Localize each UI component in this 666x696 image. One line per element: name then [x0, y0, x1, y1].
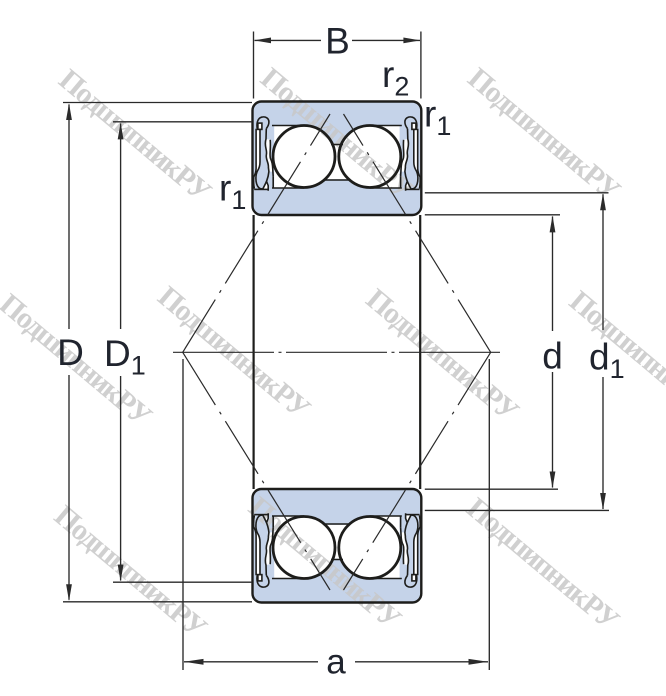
- svg-text:r2: r2: [382, 54, 409, 102]
- svg-text:r1: r1: [424, 94, 451, 142]
- svg-text:r1: r1: [219, 168, 246, 216]
- svg-text:ПодшипникРУ: ПодшипникРУ: [53, 63, 218, 209]
- svg-text:d: d: [542, 336, 563, 377]
- svg-text:D1: D1: [104, 333, 146, 381]
- svg-text:a: a: [326, 643, 346, 682]
- svg-text:ПодшипникРУ: ПодшипникРУ: [360, 282, 525, 428]
- svg-text:B: B: [325, 21, 350, 62]
- svg-text:ПодшипникРУ: ПодшипникРУ: [460, 491, 625, 637]
- svg-text:D: D: [57, 332, 84, 373]
- svg-text:ПодшипникРУ: ПодшипникРУ: [48, 499, 213, 645]
- svg-text:ПодшипникРУ: ПодшипникРУ: [462, 61, 627, 207]
